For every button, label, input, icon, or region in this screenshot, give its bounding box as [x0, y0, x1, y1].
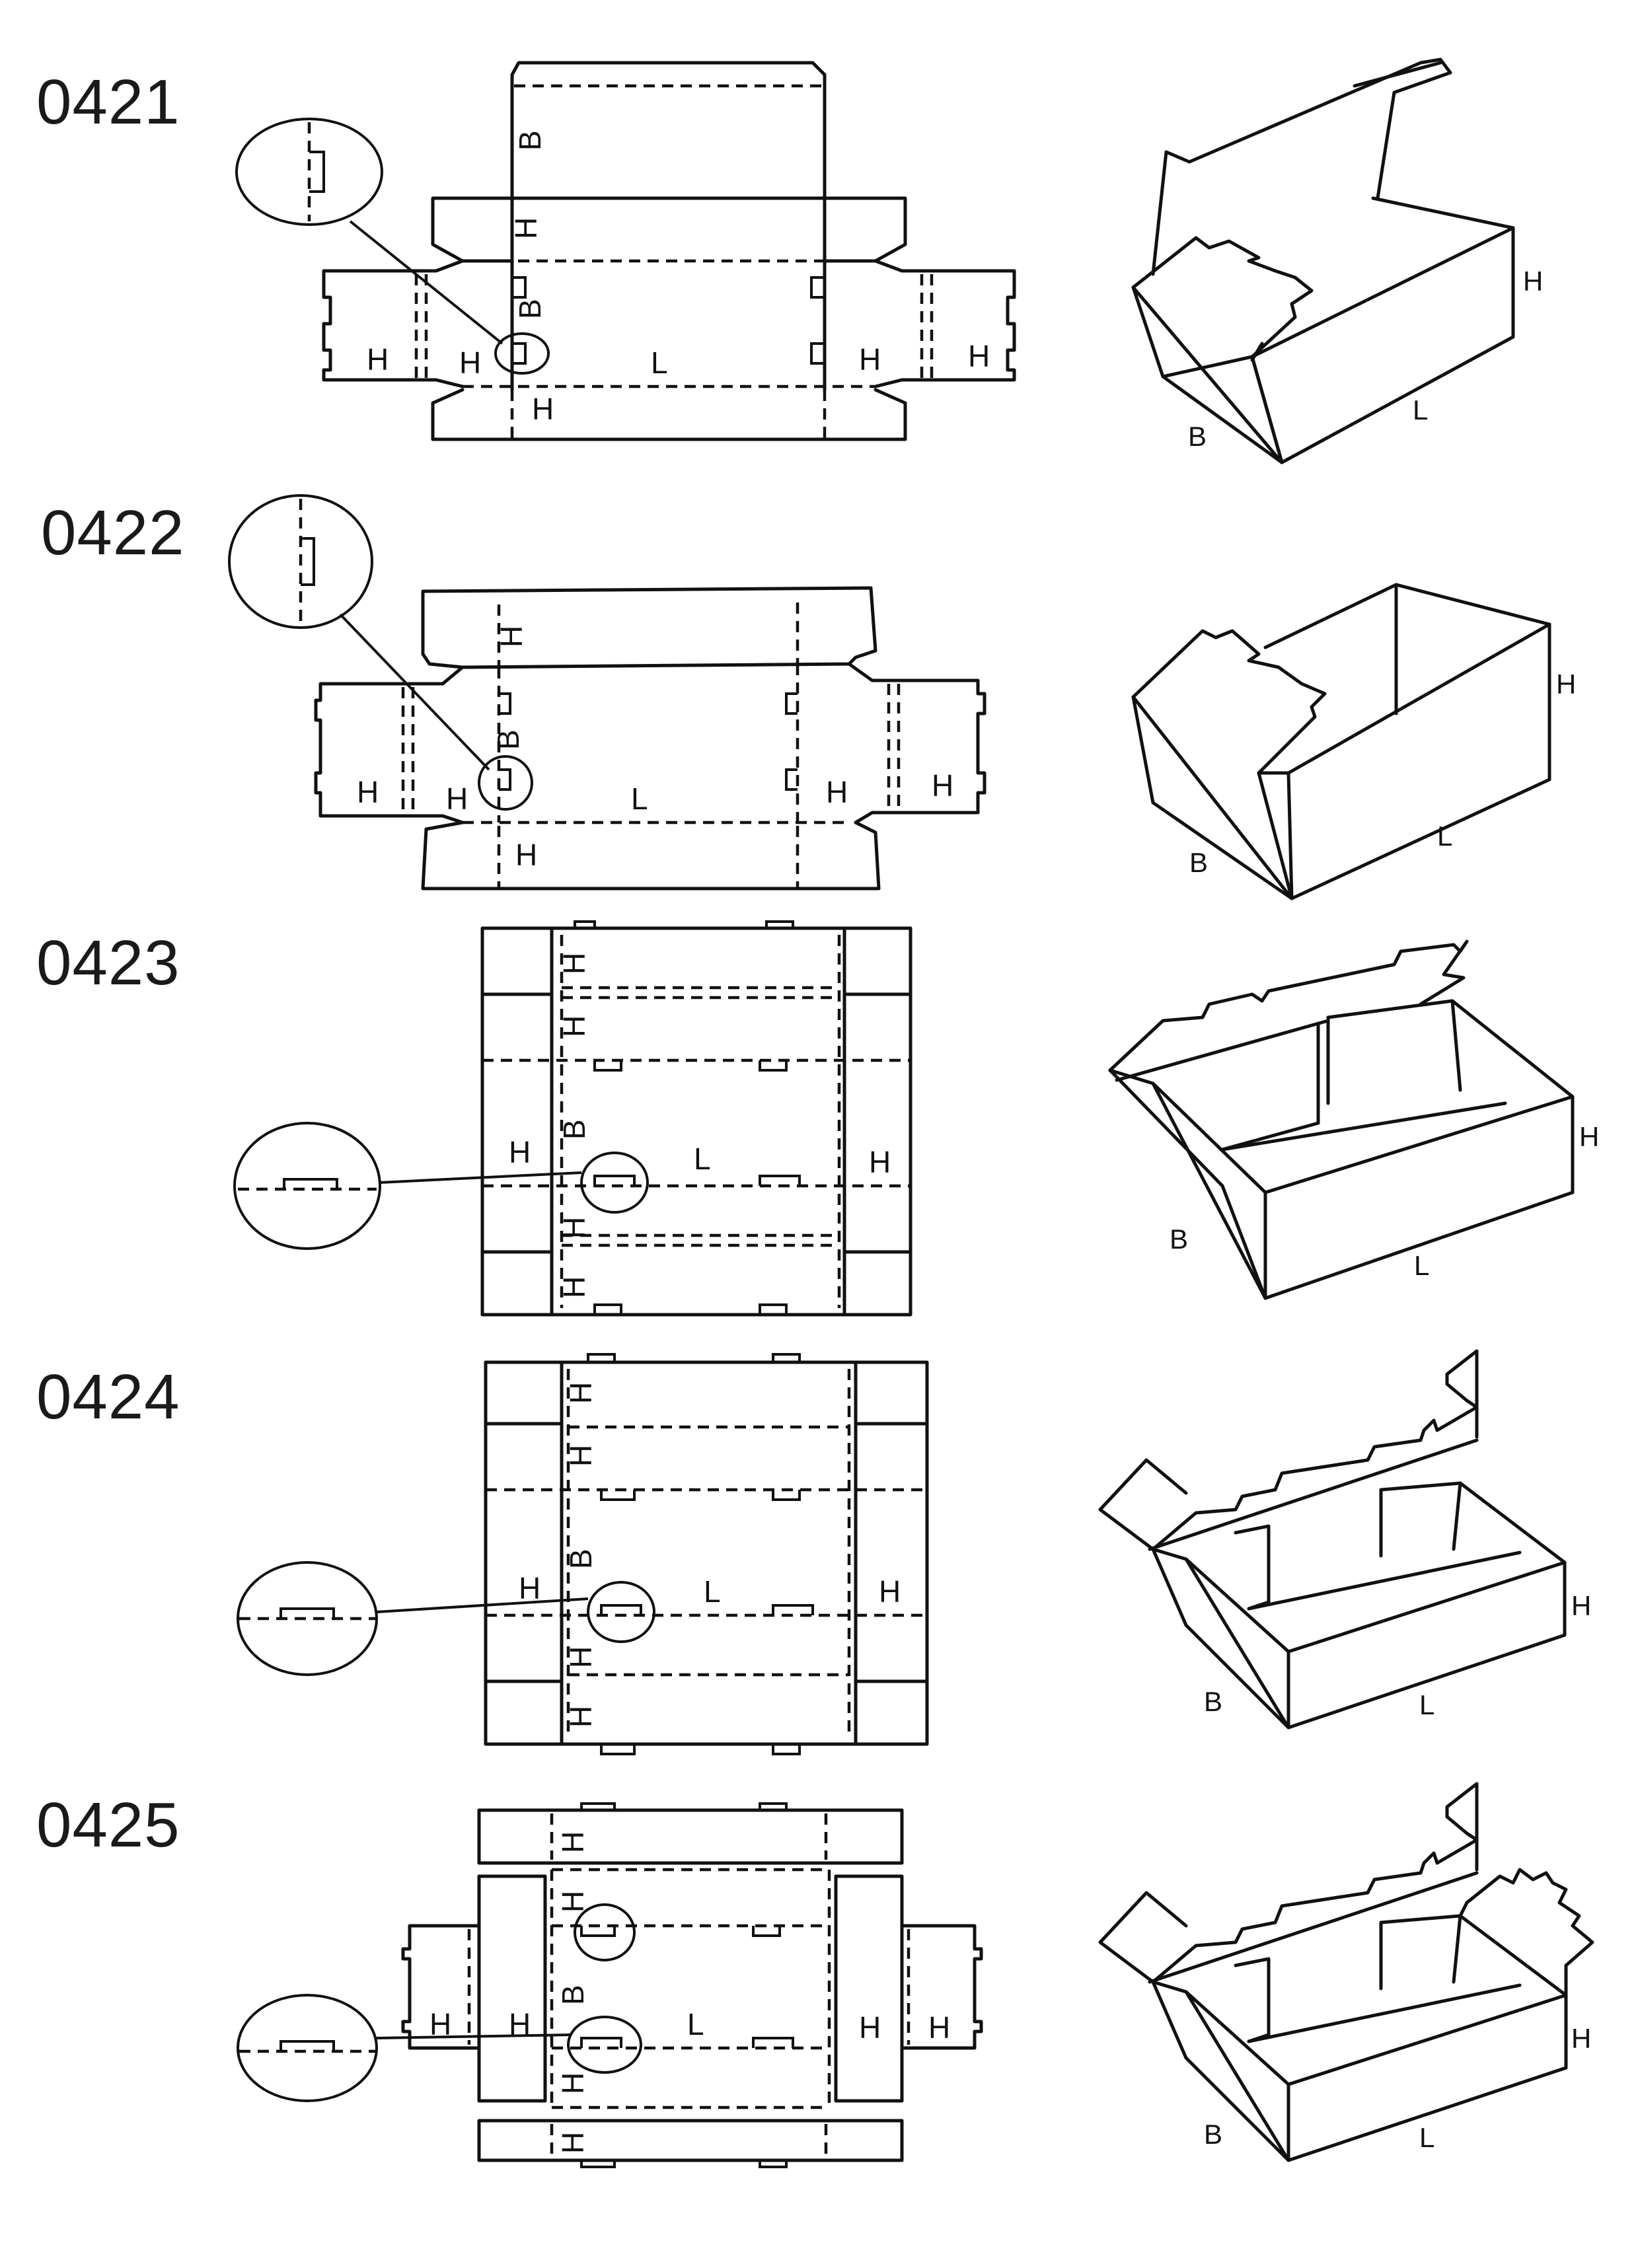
label-l: L: [694, 1142, 711, 1176]
label-3d-h: H: [1523, 266, 1543, 297]
flat-blank-0423: H H B H L H H H: [233, 920, 912, 1317]
label-3d-b: B: [1188, 421, 1207, 452]
label-b: B: [513, 130, 547, 151]
label-h: H: [459, 346, 481, 380]
label-b: B: [491, 729, 525, 750]
label-b: B: [513, 299, 547, 319]
model-code-0424: 0424: [36, 1362, 180, 1432]
label-3d-b: B: [1170, 1224, 1188, 1255]
label-3d-l: L: [1419, 1689, 1434, 1720]
label-h: H: [879, 1574, 901, 1609]
label-h: H: [509, 217, 543, 239]
label-h: H: [509, 2007, 531, 2041]
label-3d-h: H: [1571, 1590, 1591, 1621]
flat-blank-0421: B H B H H L H H H: [235, 61, 1016, 441]
label-h: H: [519, 1571, 540, 1605]
box-3d-0422: H L B: [1131, 583, 1576, 900]
label-3d-l: L: [1419, 2122, 1434, 2153]
label-3d-b: B: [1204, 1686, 1222, 1717]
box-3d-0421: H L B: [1131, 57, 1543, 464]
label-h: H: [494, 626, 529, 647]
label-b: B: [557, 1119, 591, 1140]
label-h: H: [826, 775, 848, 809]
label-l: L: [704, 1574, 721, 1609]
flat-blank-0425: H H B H H L H H H H: [237, 1802, 983, 2168]
label-3d-h: H: [1579, 1121, 1599, 1152]
label-l: L: [631, 782, 648, 816]
label-h: H: [859, 342, 881, 377]
label-h: H: [564, 1445, 598, 1467]
box-3d-0423: H L B: [1108, 939, 1599, 1300]
label-3d-b: B: [1204, 2119, 1222, 2150]
label-h: H: [859, 2010, 881, 2045]
label-h: H: [557, 1217, 591, 1239]
label-3d-l: L: [1413, 394, 1428, 425]
label-h: H: [968, 339, 990, 373]
label-h: H: [564, 1382, 598, 1404]
model-code-0421: 0421: [36, 67, 180, 137]
label-h: H: [446, 782, 468, 816]
label-h: H: [557, 1276, 591, 1298]
label-h: H: [564, 1706, 598, 1728]
model-code-0423: 0423: [36, 928, 180, 998]
model-code-0425: 0425: [36, 1790, 180, 1860]
label-3d-b: B: [1189, 847, 1208, 878]
label-l: L: [687, 2007, 704, 2041]
label-l: L: [651, 346, 668, 380]
flat-blank-0422: H B H H L H H H: [228, 494, 987, 891]
label-3d-h: H: [1556, 669, 1576, 700]
label-h: H: [564, 1646, 598, 1668]
label-h: H: [509, 1135, 531, 1169]
label-h: H: [556, 2132, 590, 2154]
label-h: H: [367, 342, 389, 377]
label-h: H: [556, 1891, 590, 1913]
label-h: H: [557, 953, 591, 974]
label-h: H: [515, 838, 537, 872]
label-b: B: [564, 1549, 598, 1569]
label-h: H: [557, 1015, 591, 1037]
label-h: H: [932, 768, 953, 803]
label-h: H: [556, 2072, 590, 2094]
model-code-0422: 0422: [41, 497, 185, 568]
box-3d-0425: H L B: [1098, 1782, 1594, 2162]
label-h: H: [357, 775, 379, 809]
label-3d-l: L: [1414, 1250, 1429, 1281]
label-3d-l: L: [1437, 821, 1452, 852]
label-b: B: [556, 1985, 590, 2005]
flat-blank-0424: H H B H L H H H: [237, 1353, 929, 1755]
label-h: H: [869, 1145, 891, 1179]
label-h: H: [429, 2007, 451, 2041]
box-3d-0424: H L B: [1098, 1349, 1591, 1730]
label-3d-h: H: [1571, 2023, 1591, 2054]
label-h: H: [928, 2010, 950, 2045]
label-h: H: [532, 392, 554, 426]
label-h: H: [556, 1831, 590, 1853]
